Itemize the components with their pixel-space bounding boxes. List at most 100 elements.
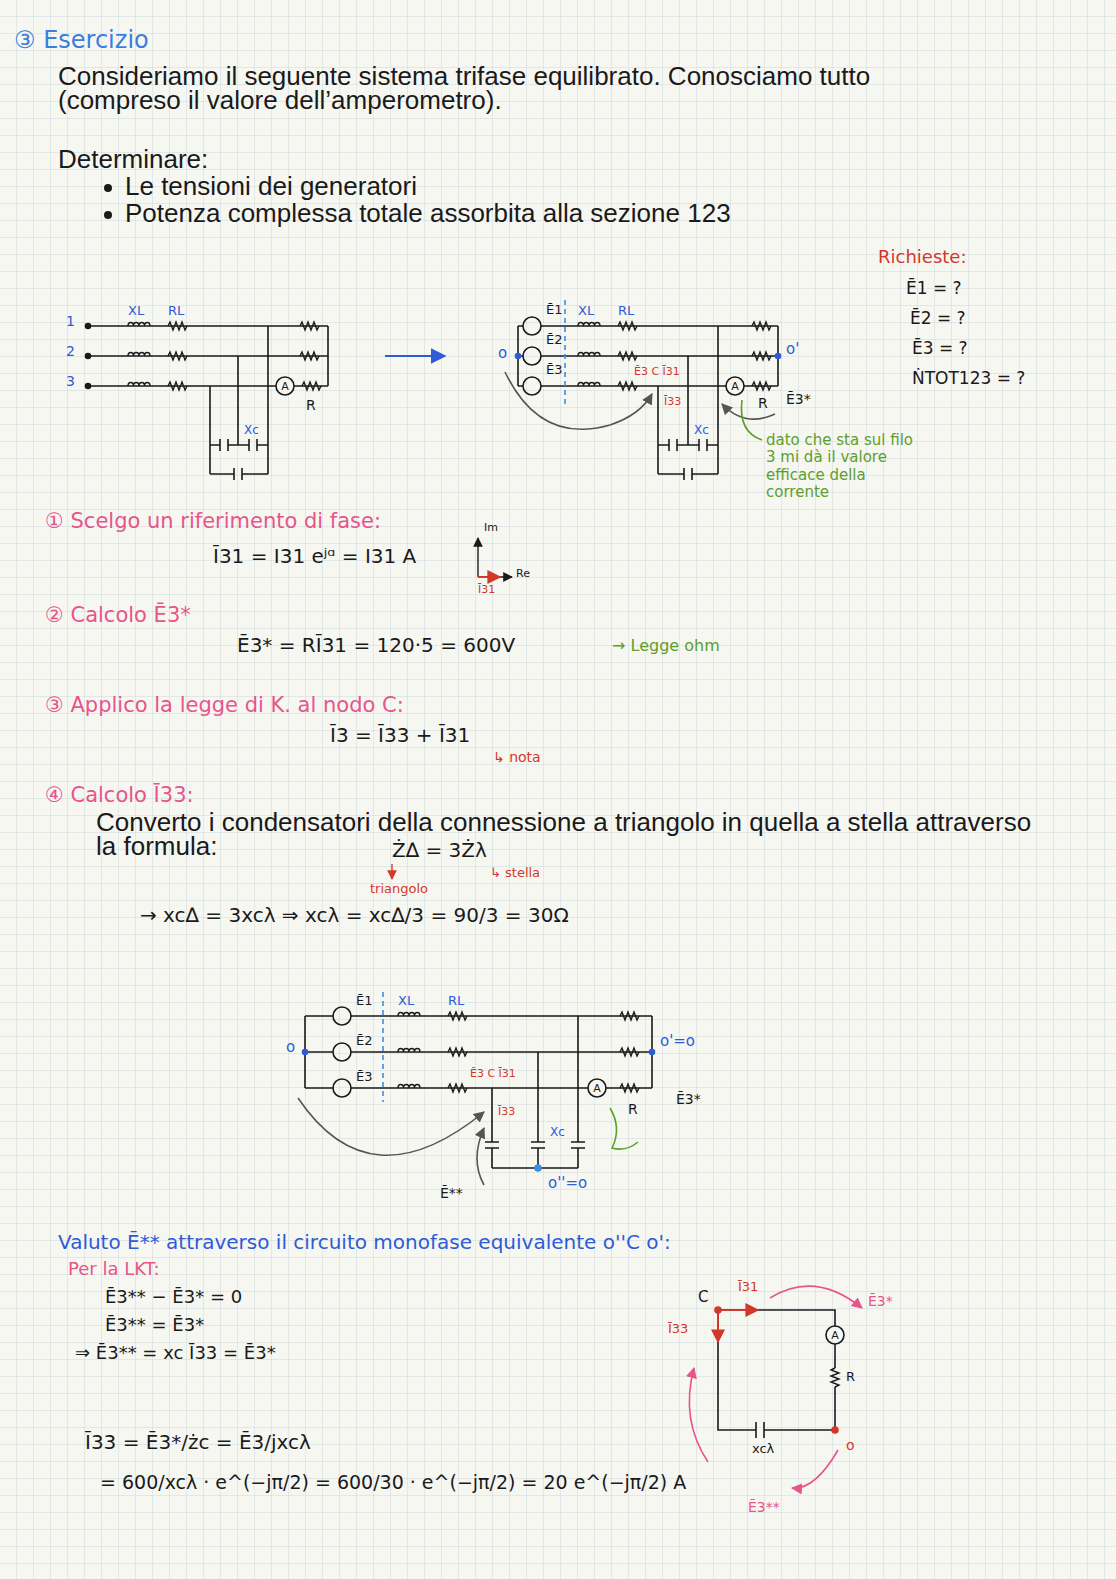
statement-text: Determinare:	[58, 146, 208, 173]
three-phase-circuit	[477, 1128, 484, 1185]
annotation-text: R	[628, 1102, 638, 1117]
annotation-text: ṄTOT123 = ?	[912, 370, 1025, 388]
three-phase-circuit	[669, 439, 707, 480]
annotation-text: XL	[398, 994, 414, 1008]
annotation-text: Ē3**	[748, 1500, 780, 1515]
bullet	[104, 211, 112, 219]
three-phase-circuit	[752, 382, 771, 390]
annotation-text: xcλ	[752, 1442, 774, 1456]
single-phase-circuit	[826, 1326, 844, 1344]
single-phase-circuit	[718, 1310, 835, 1430]
three-phase-circuit	[86, 322, 329, 480]
three-phase-circuit	[128, 383, 150, 387]
annotation-text: o'	[786, 342, 799, 358]
annotation-text: R	[758, 396, 768, 411]
annotation-text: Xc	[694, 424, 709, 437]
annotation-text: C	[698, 1290, 708, 1306]
single-phase-circuit	[792, 1450, 838, 1488]
annotation-text: XL	[578, 304, 594, 318]
three-phase-circuit	[578, 383, 600, 387]
statement-text: Consideriamo il seguente sistema trifase…	[58, 64, 998, 112]
three-phase-circuit	[588, 1079, 606, 1097]
annotation-text: Ē1 = ?	[906, 280, 962, 298]
three-phase-circuit	[523, 347, 541, 365]
three-phase-circuit	[305, 1016, 652, 1088]
annotation-text: Ī33 = Ē3*/żc = Ē3/jxcλ	[85, 1432, 311, 1453]
three-phase-circuit	[505, 372, 652, 429]
annotation-text: triangolo	[370, 882, 428, 896]
three-phase-circuit	[752, 322, 771, 330]
annotation-text: → xc∆ = 3xcλ ⇒ xcλ = xc∆/3 = 90/3 = 30Ω	[140, 905, 569, 926]
three-phase-circuit	[518, 326, 778, 386]
phase-axes	[478, 538, 512, 577]
annotation-text: o'=o	[660, 1034, 695, 1050]
three-phase-circuit	[752, 352, 771, 360]
annotation-text: R	[846, 1370, 855, 1384]
pointer-arrow	[391, 864, 392, 879]
three-phase-circuit	[564, 300, 566, 408]
three-phase-circuit	[618, 382, 637, 390]
annotation-text: Per la LKT:	[68, 1260, 160, 1279]
annotation-text: ① Scelgo un riferimento di fase:	[45, 510, 381, 532]
annotation-text: o	[498, 346, 507, 362]
single-phase-circuit	[770, 1286, 862, 1308]
single-phase-circuit	[756, 1422, 764, 1438]
three-phase-circuit	[168, 382, 187, 390]
annotation-text: RL	[168, 304, 184, 318]
phase-axes	[478, 576, 500, 578]
annotation-text: Ī33	[664, 396, 681, 408]
three-phase-circuit	[303, 1050, 308, 1055]
three-phase-circuit	[448, 1048, 467, 1056]
three-phase-circuit	[505, 300, 781, 480]
annotation-text: A	[281, 381, 289, 392]
annotation-text: Ī33	[498, 1106, 515, 1118]
transform-arrow	[385, 355, 445, 357]
annotation-text: ③ Applico la legge di K. al nodo C:	[45, 694, 404, 716]
annotation-text: = 600/xcλ · e^(−jπ/2) = 600/30 · e^(−jπ/…	[100, 1472, 700, 1494]
three-phase-circuit	[535, 1165, 541, 1171]
annotation-text: Richieste:	[878, 248, 966, 267]
statement-text: Le tensioni dei generatori	[125, 173, 417, 200]
phase-axes	[477, 538, 478, 577]
three-phase-circuit	[86, 384, 91, 389]
single-phase-circuit	[715, 1307, 721, 1313]
three-phase-circuit	[726, 377, 744, 395]
three-phase-circuit	[492, 1016, 578, 1168]
three-phase-circuit	[516, 354, 521, 359]
annotation-text: ④ Calcolo Ī33:	[45, 784, 194, 806]
annotation-text: Ī31	[478, 584, 495, 596]
annotation-text: ↳ stella	[490, 866, 540, 880]
annotation-text: Ē1	[546, 303, 563, 317]
three-phase-circuit	[650, 1050, 655, 1055]
annotation-text: o	[846, 1438, 855, 1453]
annotation-text: Ē3 C Ī31	[470, 1068, 516, 1080]
three-phase-circuit	[128, 323, 150, 327]
three-phase-circuit	[398, 1049, 420, 1053]
annotation-text: dato che sta sul filo 3 mi dà il valore …	[766, 432, 916, 501]
annotation-text: Ī31 = I31 eʲᵅ = I31 A	[213, 546, 416, 567]
three-phase-circuit	[523, 317, 541, 335]
annotation-text: Ē3	[356, 1070, 373, 1084]
annotation-text: Ē3 = ?	[912, 340, 968, 358]
three-phase-circuit	[300, 352, 319, 360]
annotation-text: Ē3* = RĪ31 = 120·5 = 600V	[237, 635, 515, 656]
annotation-text: 1	[66, 314, 75, 329]
annotation-text: RL	[448, 994, 464, 1008]
annotation-text: → Legge ohm	[612, 638, 720, 655]
three-phase-circuit	[168, 352, 187, 360]
three-phase-circuit	[578, 353, 600, 357]
annotation-text: ② Calcolo Ē3*	[45, 604, 191, 626]
three-phase-circuit	[523, 377, 541, 395]
exercise-title: ③ Esercizio	[14, 28, 149, 53]
three-phase-circuit	[333, 1043, 351, 1061]
annotation-text: Valuto Ē** attraverso il circuito monofa…	[58, 1232, 671, 1253]
three-phase-circuit	[620, 1012, 639, 1020]
annotation-text: Ē3*	[786, 392, 811, 407]
three-phase-circuit	[210, 326, 268, 474]
annotation-text: RL	[618, 304, 634, 318]
annotation-text: 2	[66, 344, 75, 359]
annotation-text: A	[593, 1083, 601, 1094]
three-phase-circuit	[302, 382, 321, 390]
three-phase-circuit	[333, 1079, 351, 1097]
